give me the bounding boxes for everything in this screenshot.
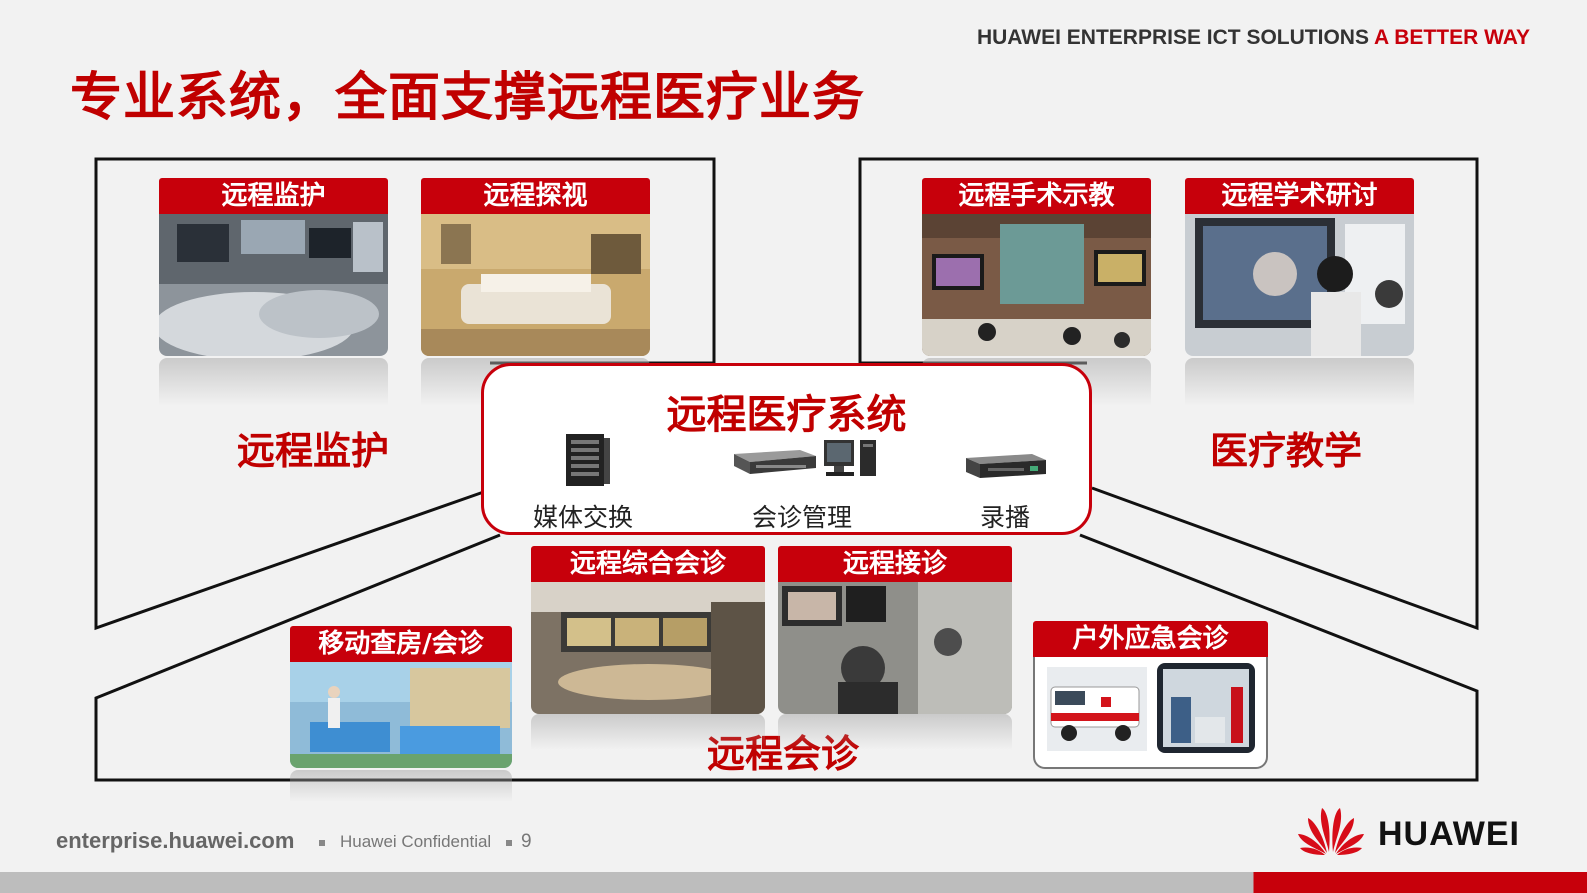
card-caption: 户外应急会诊 <box>1033 621 1268 657</box>
system-title: 远程医疗系统 <box>666 392 907 438</box>
bottom-color-bar <box>0 872 1587 893</box>
ambulance-interior-icon <box>1157 663 1255 753</box>
component-media-switch: 媒体交换 <box>533 503 634 532</box>
monitoring-section-label: 远程监护 <box>237 429 390 473</box>
header-tagline: HUAWEI ENTERPRISE ICT SOLUTIONS A BETTER… <box>930 26 1530 50</box>
teaching-section-label: 医疗教学 <box>1210 429 1363 473</box>
page-number: 9 <box>521 831 532 852</box>
tagline-accent: A BETTER WAY <box>1374 26 1530 49</box>
reception-photo <box>778 582 1012 714</box>
page-title: 专业系统，全面支撑远程医疗业务 <box>70 68 866 128</box>
card-caption: 远程学术研讨 <box>1185 178 1414 214</box>
server-rack-icon <box>730 444 820 482</box>
card-caption: 远程手术示教 <box>922 178 1151 214</box>
card-reflection <box>290 770 512 802</box>
huawei-logo-icon <box>1298 808 1364 855</box>
meeting-room-photo <box>531 582 765 714</box>
lecture-hall-photo <box>922 214 1151 356</box>
ward-photo <box>421 214 650 356</box>
footer-url-link[interactable]: enterprise.huawei.com <box>56 828 295 853</box>
telemedicine-system-box: 远程医疗系统 媒体交换 会诊管理 <box>481 363 1092 535</box>
component-recording: 录播 <box>980 503 1031 532</box>
footer-confidential: Huawei Confidential <box>340 832 492 851</box>
footer-separator <box>506 840 512 846</box>
emergency-photos <box>1033 657 1268 769</box>
workstation-computer-icon <box>820 436 882 484</box>
consultation-frame <box>94 533 1479 782</box>
card-caption: 移动查房/会诊 <box>290 626 512 662</box>
footer-separator <box>319 840 325 846</box>
media-switch-device-icon <box>564 432 610 492</box>
card-reflection <box>1185 358 1414 406</box>
component-consult-management: 会诊管理 <box>752 503 853 532</box>
card-caption: 远程接诊 <box>778 546 1012 582</box>
card-caption: 远程探视 <box>421 178 650 214</box>
recorder-device-icon <box>962 450 1048 486</box>
ambulance-icon <box>1047 667 1147 751</box>
card-reflection <box>778 714 1012 750</box>
card-caption: 远程监护 <box>159 178 388 214</box>
card-reflection <box>159 358 388 406</box>
tagline-main: HUAWEI ENTERPRISE ICT SOLUTIONS <box>976 26 1369 49</box>
icu-photo <box>159 214 388 356</box>
mobile-ward-photo <box>290 662 512 768</box>
brand-wordmark: HUAWEI <box>1378 815 1520 853</box>
card-caption: 远程综合会诊 <box>531 546 765 582</box>
seminar-photo <box>1185 214 1414 356</box>
card-reflection <box>531 714 765 750</box>
